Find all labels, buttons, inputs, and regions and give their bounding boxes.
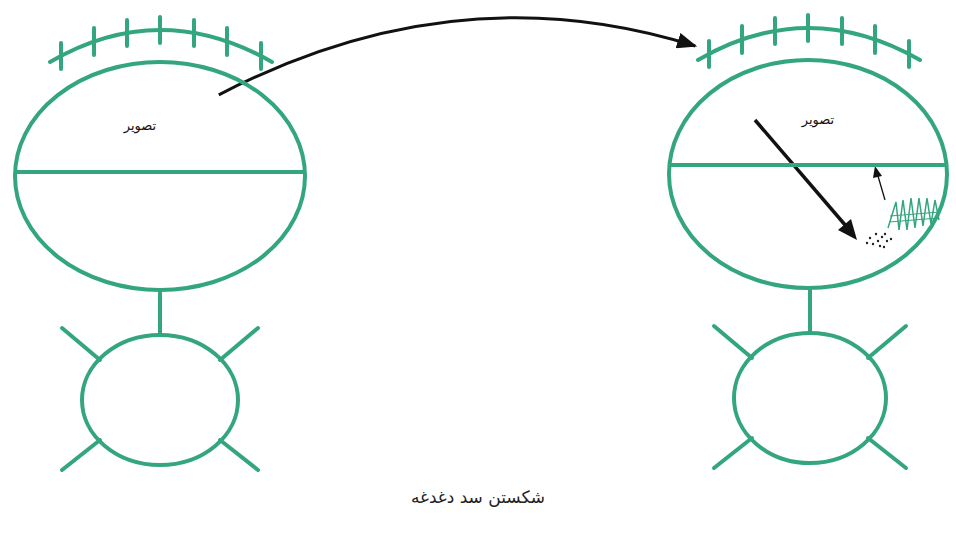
head-outline <box>667 58 949 290</box>
head-circle: تصویر <box>667 58 949 290</box>
head-outline <box>13 60 307 292</box>
node-label: تصویر <box>802 112 834 127</box>
curved-arrow <box>219 18 695 95</box>
head-circle: تصویر <box>13 60 307 292</box>
caption: شکستن سد دغدغه <box>411 487 545 507</box>
node-label: تصویر <box>124 118 156 133</box>
